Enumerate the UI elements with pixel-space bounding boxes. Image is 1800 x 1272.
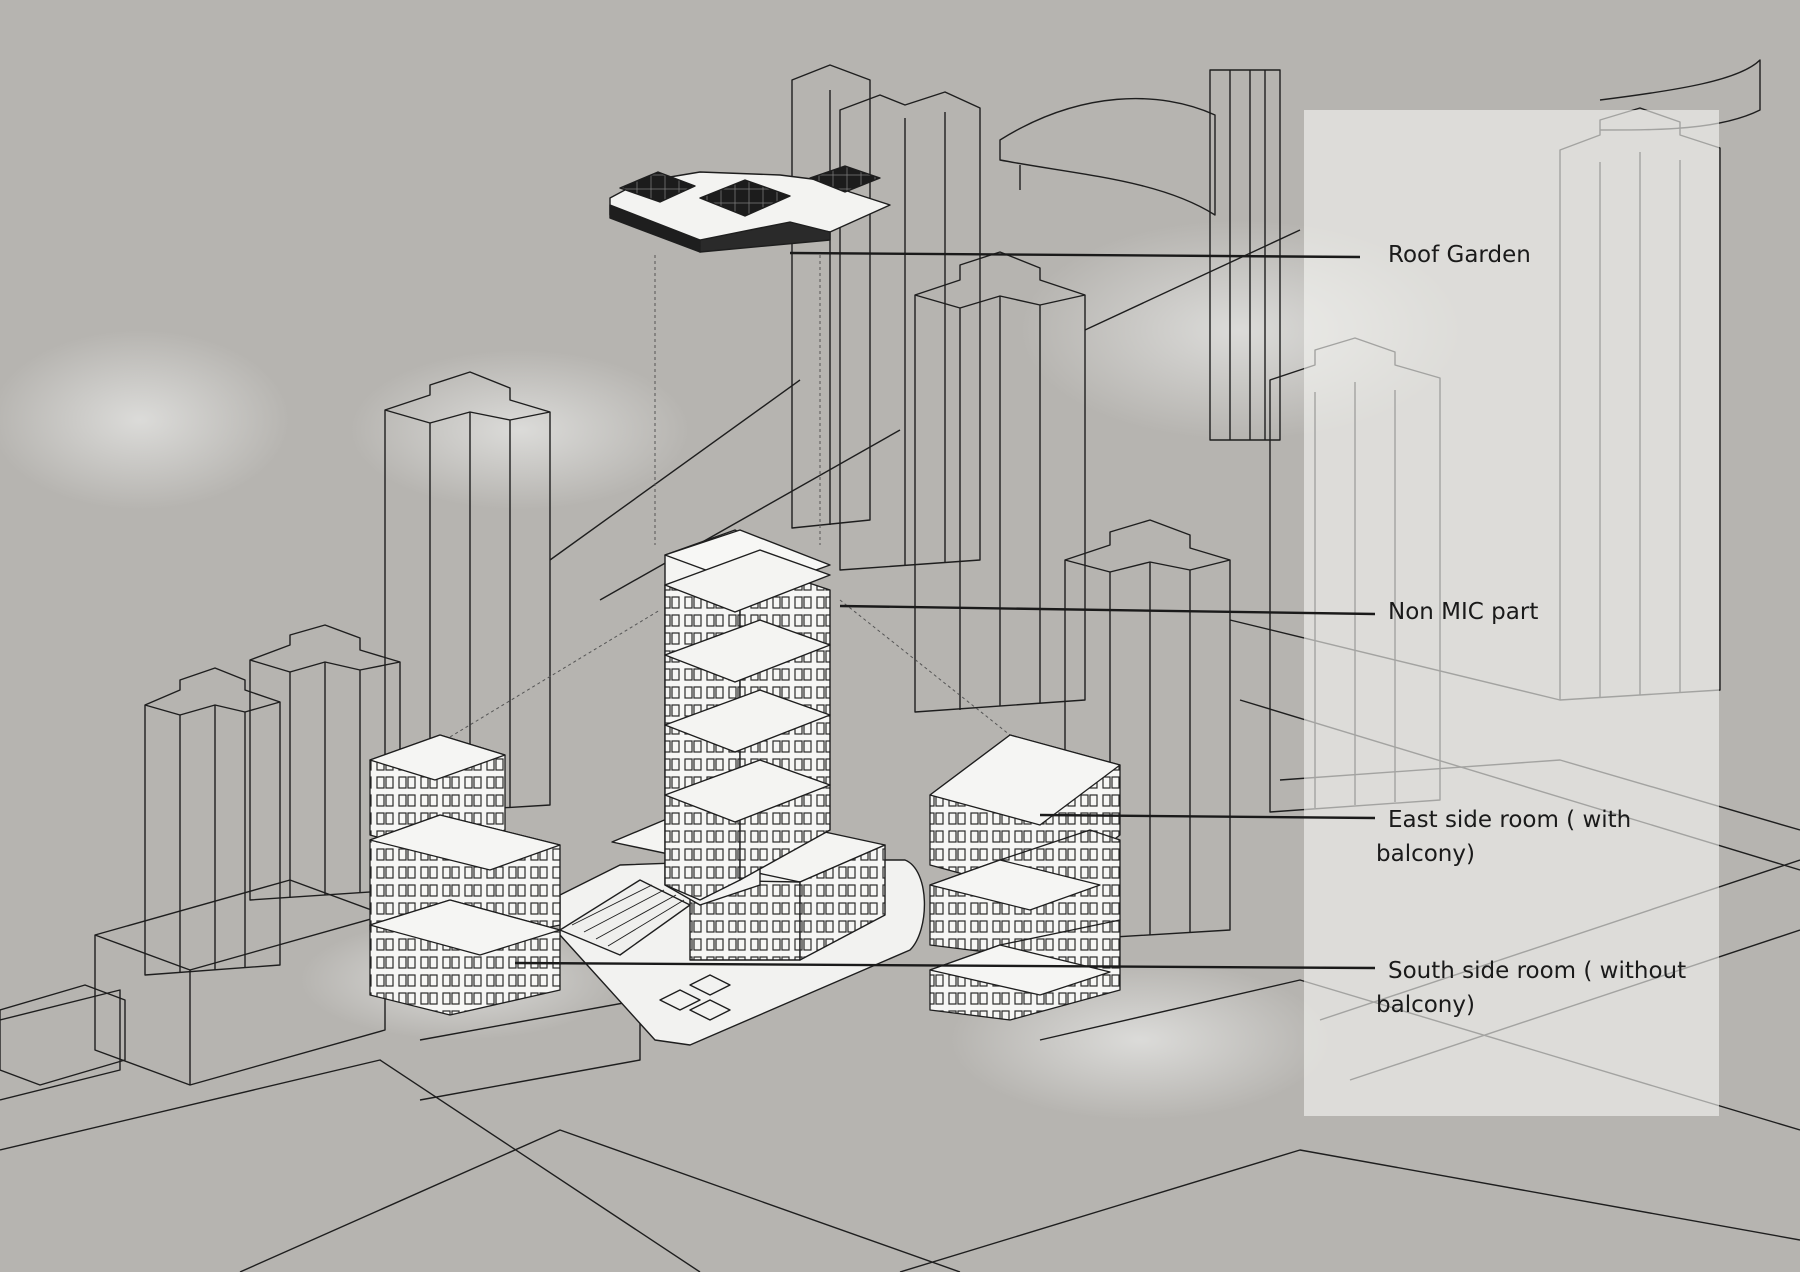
floor-plate	[664, 549, 831, 613]
tower-back-2	[839, 91, 981, 571]
context-line	[599, 429, 901, 601]
podium-edge	[94, 934, 191, 971]
context-line	[1084, 229, 1301, 331]
right-module-stack	[929, 734, 1121, 1021]
tower-left-1	[144, 667, 281, 976]
label-east-room: East side room ( with balcony)	[1376, 803, 1631, 871]
floor-plate	[664, 619, 831, 683]
tower-edge	[249, 659, 401, 673]
tower-edge	[144, 701, 281, 716]
label-east-room-line2: balcony)	[1376, 841, 1475, 867]
cloud	[350, 350, 690, 510]
left-module-stack	[369, 734, 561, 1016]
label-roof-garden: Roof Garden	[1388, 242, 1531, 268]
tower-slim	[1209, 69, 1281, 441]
podium-side	[799, 844, 886, 961]
label-south-room: South side room ( without balcony)	[1376, 954, 1686, 1022]
tower-right-center	[1064, 519, 1231, 941]
label-south-room-line1: South side room ( without	[1388, 958, 1687, 984]
leader-non-mic	[839, 604, 1376, 616]
road-line	[419, 999, 641, 1101]
label-east-room-line1: East side room ( with	[1388, 807, 1632, 833]
highway	[999, 97, 1216, 216]
floor-plate	[664, 759, 831, 823]
road-line	[899, 1149, 1800, 1272]
tower-edge	[384, 409, 551, 424]
stairs	[559, 879, 691, 956]
road-line	[239, 1129, 961, 1272]
cloud	[0, 330, 290, 510]
podium-edge	[189, 914, 386, 971]
roof-garden-module	[609, 165, 891, 253]
tower-edge	[1064, 559, 1231, 573]
garden-pattern	[689, 999, 731, 1021]
road-line	[0, 989, 121, 1101]
garden-pattern	[659, 989, 701, 1011]
road-line	[0, 1059, 701, 1272]
tower-back-1	[791, 64, 871, 529]
garden-pattern	[689, 974, 731, 996]
floor-plate	[664, 689, 831, 753]
leader-east-room	[1039, 813, 1376, 820]
explode-guide	[839, 599, 1011, 736]
label-south-room-line2: balcony)	[1376, 992, 1475, 1018]
leader-roof-garden	[789, 251, 1361, 259]
label-non-mic: Non MIC part	[1388, 599, 1539, 625]
small-block	[0, 984, 126, 1086]
tower-edge	[914, 294, 1086, 309]
context-line	[549, 379, 801, 561]
leader-south-room	[514, 961, 1376, 970]
